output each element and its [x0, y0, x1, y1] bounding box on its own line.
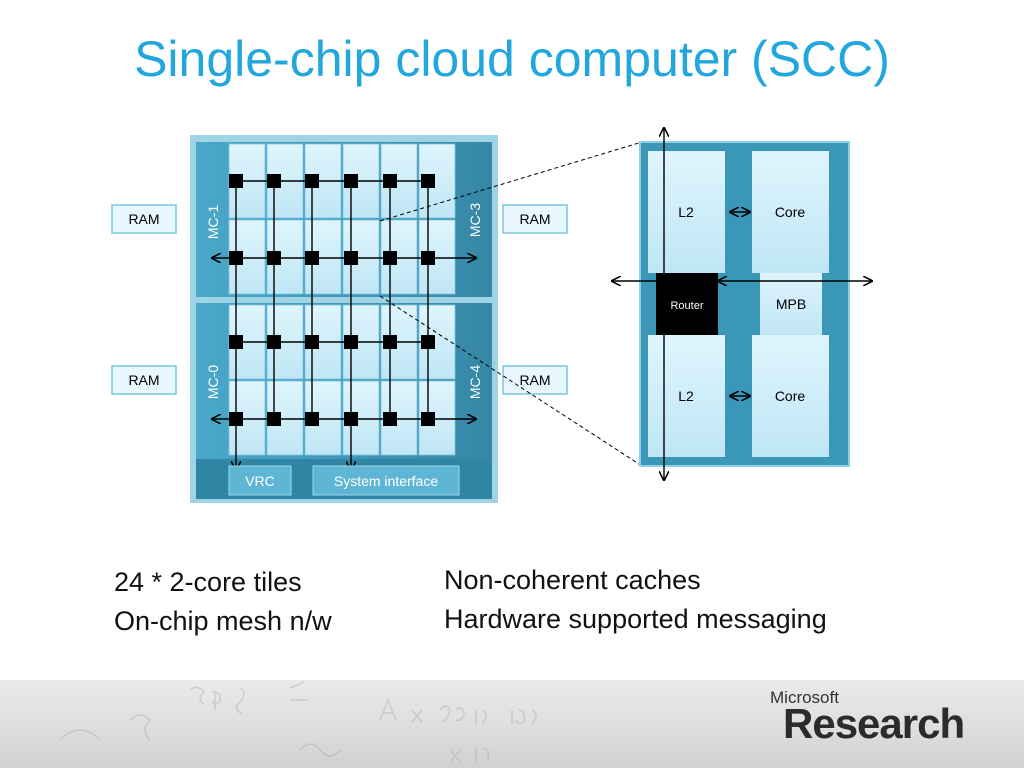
tile-detail: L2 Core Router MPB L2 Core: [612, 128, 872, 480]
ram-label: RAM: [128, 372, 159, 388]
ram-modules: RAM RAM RAM RAM: [111, 204, 568, 395]
chip: MC-1 MC-3 MC-0 MC-4 VRC System interface: [190, 135, 498, 503]
ram-label: RAM: [519, 211, 550, 227]
ram-box: [502, 365, 568, 395]
vrc-label: VRC: [245, 473, 275, 489]
ram-label: RAM: [128, 211, 159, 227]
core-bottom-label: Core: [775, 388, 806, 404]
ram-box: [502, 204, 568, 234]
router-node: [344, 174, 358, 188]
l2-top-label: L2: [678, 204, 694, 220]
bullets-left: 24 * 2-core tiles On-chip mesh n/w: [114, 563, 332, 641]
l2-bottom-label: L2: [678, 388, 694, 404]
scc-diagram: MC-1 MC-3 MC-0 MC-4 VRC System interface…: [111, 0, 1024, 503]
mpb-label: MPB: [776, 296, 806, 312]
mc3-label: MC-3: [467, 203, 483, 237]
footer-banner: [0, 680, 1024, 768]
router-node: [421, 174, 435, 188]
core-bottom-box: [752, 335, 829, 457]
mc4-label: MC-4: [467, 365, 483, 399]
router-label: Router: [670, 300, 703, 312]
zoom-lines: [379, 141, 643, 467]
bullet-item: Non-coherent caches: [444, 565, 701, 595]
ram-label: RAM: [519, 372, 550, 388]
vrc-box: [228, 465, 292, 496]
handwriting-background-image: [59, 681, 537, 763]
router-node: [421, 335, 435, 349]
bullet-item: 24 * 2-core tiles: [114, 567, 302, 597]
router-node: [344, 251, 358, 265]
router-node: [305, 335, 319, 349]
logo-microsoft: Microsoft: [770, 688, 839, 707]
router-node: [421, 412, 435, 426]
system-interface-label: System interface: [334, 473, 438, 489]
bullet-item: Hardware supported messaging: [444, 604, 827, 634]
router-node: [383, 412, 397, 426]
system-interface-box: [312, 465, 460, 496]
router-node: [421, 251, 435, 265]
router-nodes: [229, 174, 435, 426]
bullet-item: On-chip mesh n/w: [114, 606, 332, 636]
slide-title: Single-chip cloud computer (SCC): [134, 31, 890, 87]
router-node: [305, 251, 319, 265]
ram-box: [111, 204, 177, 234]
mc0-label: MC-0: [205, 365, 221, 399]
core-top-box: [752, 151, 829, 273]
router-node: [344, 335, 358, 349]
ram-box: [111, 365, 177, 395]
router-node: [229, 174, 243, 188]
router-node: [267, 335, 281, 349]
router-node: [229, 412, 243, 426]
core-top-label: Core: [775, 204, 806, 220]
router-node: [229, 251, 243, 265]
router-node: [383, 251, 397, 265]
router-node: [344, 412, 358, 426]
router-node: [305, 412, 319, 426]
router-node: [267, 174, 281, 188]
router-node: [383, 174, 397, 188]
logo-research: Research: [783, 700, 965, 747]
router-node: [305, 174, 319, 188]
router-node: [267, 412, 281, 426]
mc1-label: MC-1: [205, 205, 221, 239]
router-node: [267, 251, 281, 265]
tile-arrows: [612, 128, 872, 480]
router-node: [229, 335, 243, 349]
bullets-right: Non-coherent caches Hardware supported m…: [444, 561, 827, 639]
router-node: [383, 335, 397, 349]
